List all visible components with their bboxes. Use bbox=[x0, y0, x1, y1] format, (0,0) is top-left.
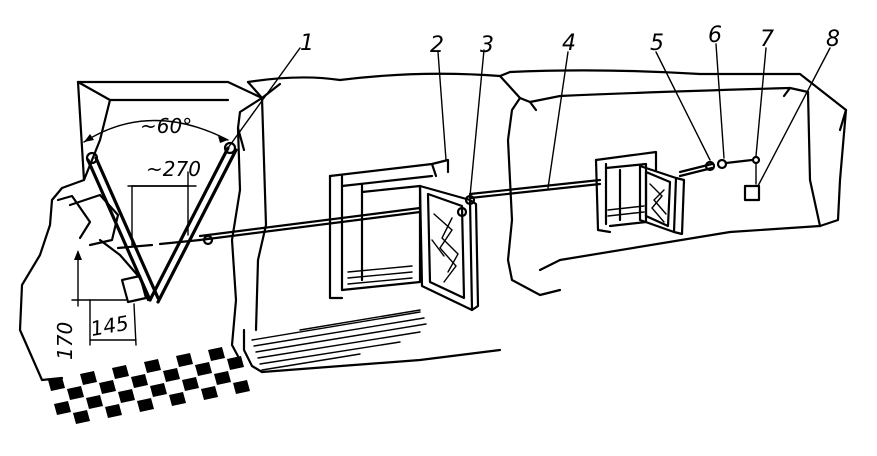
floor-tile bbox=[86, 395, 103, 409]
floor-tile bbox=[214, 371, 231, 385]
floor-tile bbox=[137, 398, 154, 412]
floor-tile bbox=[80, 371, 97, 385]
door-leaf-5 bbox=[638, 164, 686, 236]
floor-tile bbox=[150, 383, 167, 397]
floor-tile bbox=[67, 386, 84, 400]
floor-tile bbox=[112, 365, 129, 379]
floor-tile bbox=[163, 368, 180, 382]
floor-tile bbox=[99, 380, 116, 394]
label-6: 6 bbox=[708, 23, 722, 48]
floor-tile bbox=[73, 410, 90, 424]
height-label: 170 bbox=[53, 322, 77, 360]
floor-tile bbox=[176, 353, 193, 367]
floor-tile bbox=[144, 359, 161, 373]
floor-tile bbox=[201, 386, 218, 400]
width-bottom-label: 145 bbox=[89, 311, 131, 341]
floor-tile bbox=[105, 404, 122, 418]
height-dimension: 170 bbox=[53, 250, 127, 360]
part-labels: 1 2 3 4 5 6 7 8 bbox=[300, 23, 840, 58]
label-4: 4 bbox=[562, 31, 576, 56]
floor-tile bbox=[208, 347, 225, 361]
width-bottom-dimension: 145 bbox=[89, 299, 137, 346]
floor-tile bbox=[169, 392, 186, 406]
floor-tile bbox=[182, 377, 199, 391]
label-1: 1 bbox=[300, 31, 314, 56]
floor-tile bbox=[118, 389, 135, 403]
label-5: 5 bbox=[650, 31, 664, 56]
angle-dimension: ~60° bbox=[83, 114, 229, 143]
label-8: 8 bbox=[826, 27, 840, 52]
angle-label: ~60° bbox=[140, 114, 192, 138]
width-top-dimension: ~270 bbox=[127, 157, 201, 187]
leader-lines bbox=[227, 43, 831, 197]
middle-chamber bbox=[242, 70, 562, 374]
floor-tile bbox=[131, 374, 148, 388]
lever-mechanism bbox=[56, 141, 238, 304]
width-top-label: ~270 bbox=[146, 157, 201, 181]
floor-tile bbox=[48, 377, 65, 391]
floor-tile bbox=[54, 401, 71, 415]
cable-rod bbox=[198, 155, 761, 242]
floor-tile bbox=[227, 356, 244, 370]
floor-hatching bbox=[251, 309, 427, 371]
floor-tile bbox=[195, 362, 212, 376]
right-chamber bbox=[508, 69, 848, 272]
label-2: 2 bbox=[430, 33, 444, 58]
checkered-floor bbox=[48, 347, 250, 424]
label-3: 3 bbox=[480, 33, 494, 58]
label-7: 7 bbox=[760, 27, 774, 52]
floor-tile bbox=[233, 380, 250, 394]
